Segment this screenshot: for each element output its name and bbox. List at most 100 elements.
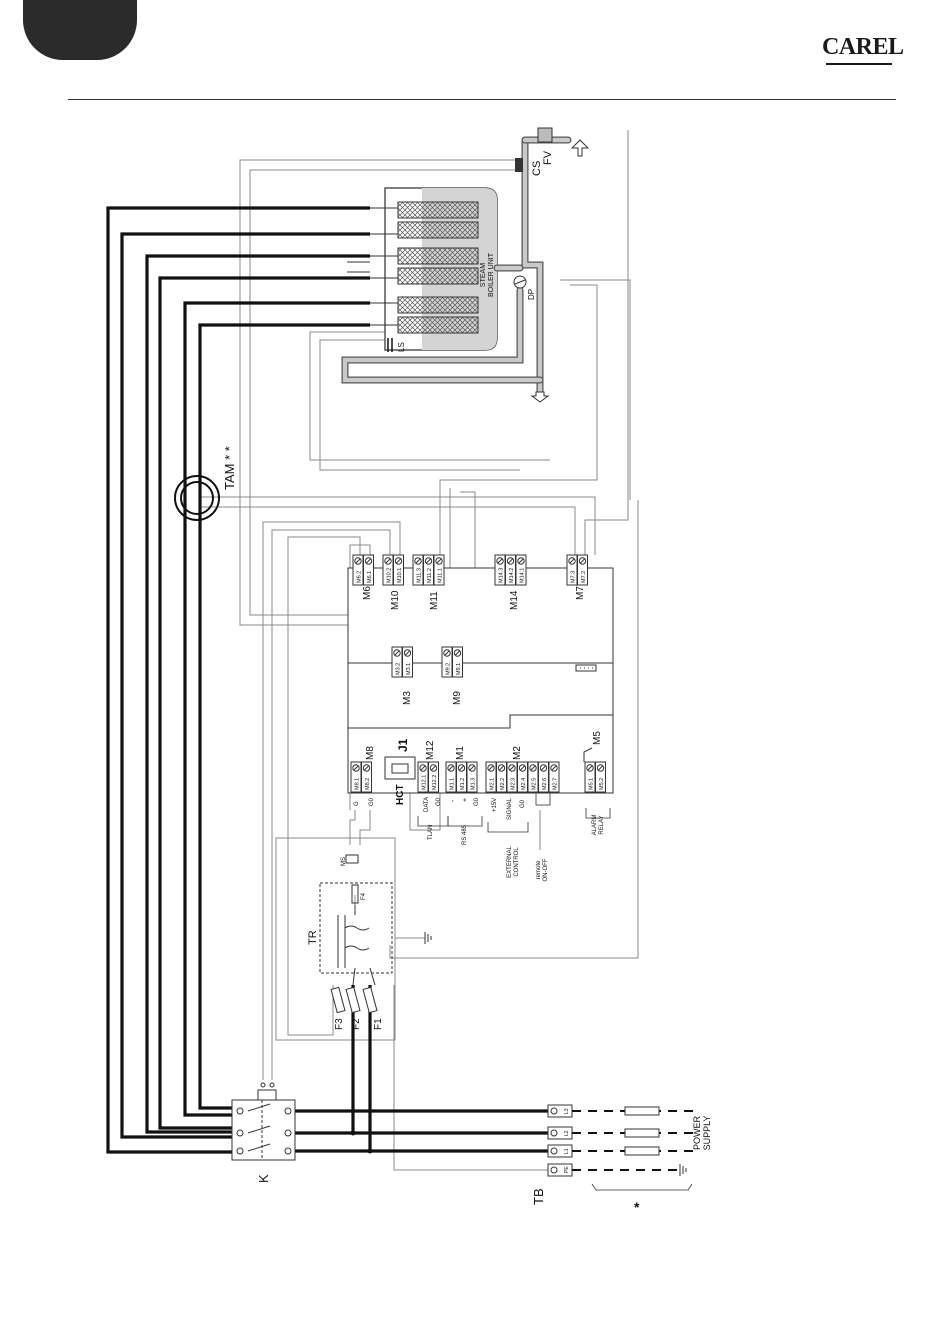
supply-lines [572,1110,700,1171]
external-control-line-1: EXTERNAL [507,846,513,878]
steam-boiler: STEAMBOILER UNIT [347,187,498,352]
terminal-pin-label: M2.5 [532,778,538,790]
terminal-M14-1: M14.1 [515,554,527,586]
signal-tlan: TLAN [428,825,434,840]
signal-g0-b: G0 [436,797,442,806]
label-m11: M11 [429,591,440,610]
terminal-pin-label: M7.3 [571,571,577,583]
logo-underline [826,63,892,65]
label-m12: M12 [425,740,436,760]
transformer-tr [319,854,393,986]
terminal-M2-1: M2.1 [485,761,497,793]
terminal-pin-label: M3.2 [396,663,402,675]
remote-onoff-line-1: remote [536,860,542,879]
power-supply-label: POWERSUPPLY [692,1116,712,1151]
tb-terminal-pe: PE [547,1163,573,1177]
terminal-M2-2: M2.2 [496,761,507,793]
signal-remote-onoff: remoteON-OFF [536,858,549,881]
signal-signal: SIGNAL [507,797,513,820]
label-ls: LS [397,342,406,352]
signal-wires [200,130,639,1171]
ground-symbols [424,932,687,1176]
remote-onoff-line-2: ON-OFF [543,858,549,881]
terminal-M2-6: M2.6 [538,761,549,793]
supply-note-bracket [591,1183,693,1191]
alarm-relay-line-1: ALARM [592,815,598,836]
terminal-pin-label: M8.2 [365,778,371,790]
signal-g: G [354,801,360,806]
tb-terminal-l2: L2 [547,1126,573,1140]
terminal-M14-3: M14.3 [494,554,506,586]
terminal-pin-label: M2.3 [511,778,517,790]
label-f3: F3 [334,1018,345,1030]
label-f2: F2 [351,1018,362,1030]
terminal-pin-label: M10.2 [387,568,393,583]
terminal-M3-2: M3.2 [391,646,403,678]
signal-minus: - [450,799,457,802]
label-m9: M9 [452,691,463,705]
label-k: K [256,1174,271,1183]
valves [513,127,590,403]
terminal-pin-label: M10.1 [397,568,403,583]
terminal-M9-1: M9.1 [452,646,463,678]
fuses [330,986,378,1014]
carel-logo: CAREL [822,34,904,60]
signal-g0: G0 [369,797,375,806]
label-cs: CS [531,161,543,176]
page-tab [23,0,137,60]
label-tb: TB [531,1188,546,1205]
tb-terminal-label: L3 [564,1108,570,1114]
terminal-pin-label: M9.1 [456,663,462,675]
supply-fuses [624,1106,660,1156]
signal-15v: +15V [492,798,498,812]
terminal-pin-label: M14.2 [509,568,515,583]
tb-terminal-l1: L1 [547,1144,573,1158]
terminal-pin-label: M6.1 [367,571,373,583]
terminal-M2-3: M2.3 [506,761,518,793]
label-m5: M5 [592,731,603,745]
terminal-M8-1: M8.1 [350,761,362,793]
label-m8: M8 [365,746,376,760]
terminal-pin-label: M2.2 [500,778,506,790]
tam-current-transformer [174,475,220,521]
controller-board [347,567,614,794]
terminal-M6-2: M6.2 [352,554,364,586]
relay-contact-icon [583,747,593,762]
terminal-pin-label: M14.3 [499,568,505,583]
terminal-M10-1: M10.1 [393,554,404,586]
signal-rs485: RS 485 [462,824,468,845]
terminal-pin-label: M2.1 [490,778,496,790]
terminal-M3-1: M3.1 [402,646,413,678]
header-rule [68,99,896,100]
label-dp: DP [527,289,536,300]
label-f4: F4 [361,892,367,900]
terminal-M11-3: M11.3 [412,554,424,586]
terminal-pin-label: M5.1 [589,778,595,790]
label-ms: MS [341,857,347,866]
terminal-M8-2: M8.2 [361,761,372,793]
terminal-M12-2: M12.2 [428,761,439,793]
label-m6: M6 [362,586,373,600]
terminal-M11-2: M11.2 [423,554,434,586]
terminal-pin-label: M11.2 [427,568,433,583]
tb-terminal-label: L2 [564,1130,570,1136]
terminal-M7-3: M7.3 [566,554,578,586]
label-m14: M14 [509,590,520,610]
terminal-pin-label: M7.2 [581,571,587,583]
terminal-pin-label: M11.3 [417,568,423,583]
wire-junctions [350,1130,373,1154]
alarm-relay-line-2: RELAY [599,815,605,834]
label-fv: FV [542,150,554,165]
terminal-pin-label: M1.2 [460,778,466,790]
terminal-M7-2: M7.2 [577,554,588,586]
signal-plus: + [462,798,469,802]
contactor-k [231,1082,296,1161]
terminal-M10-2: M10.2 [382,554,394,586]
signal-brackets [417,792,611,833]
terminal-M14-2: M14.2 [505,554,516,586]
label-tam: TAM * * [222,446,237,490]
terminal-pin-label: M11.1 [438,568,444,583]
terminal-pin-label: M2.7 [553,778,559,790]
terminal-M2-7: M2.7 [548,761,560,793]
